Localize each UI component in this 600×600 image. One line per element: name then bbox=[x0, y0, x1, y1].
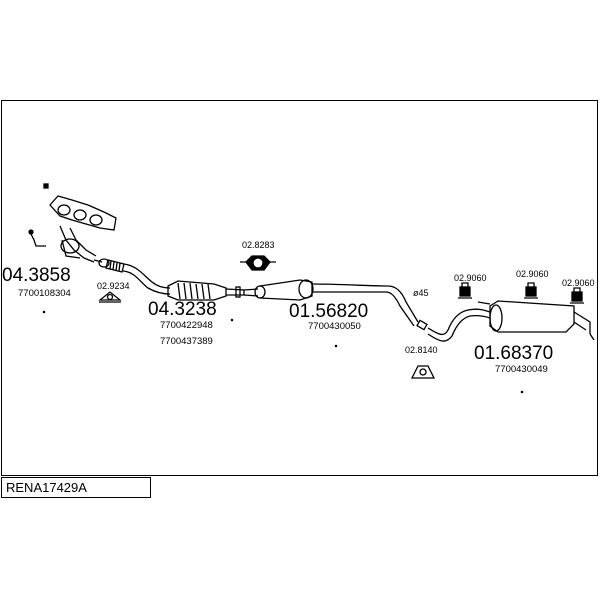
rear-silencer-part bbox=[427, 300, 595, 342]
fitting-label-hanger: 02.8140 bbox=[405, 345, 438, 355]
oe-number-catalyst-2: 7700437389 bbox=[160, 336, 213, 347]
fitting-label-clamp: 02.8283 bbox=[242, 240, 275, 250]
flex-pipe bbox=[98, 258, 125, 273]
fitting-label-mount-2: 02.9060 bbox=[516, 269, 549, 279]
marker-square bbox=[43, 183, 49, 189]
part-number-manifold: 04.3858 bbox=[2, 265, 71, 286]
fitting-hanger-icon bbox=[410, 365, 436, 379]
oe-number-catalyst-1: 7700422948 bbox=[160, 320, 213, 331]
manifold-part bbox=[28, 195, 117, 263]
resonator-part bbox=[243, 279, 428, 331]
catalyst-part bbox=[167, 280, 245, 301]
reference-code: RENA17429A bbox=[6, 480, 87, 495]
fitting-label-mount-3: 02.9060 bbox=[562, 278, 595, 288]
oe-number-rear-silencer: 7700430049 bbox=[495, 364, 548, 375]
part-number-rear-silencer: 01.68370 bbox=[474, 343, 554, 364]
oe-number-manifold: 7700108304 bbox=[18, 288, 71, 299]
reference-box: RENA17429A bbox=[1, 477, 151, 498]
fitting-label-mount-1: 02.9060 bbox=[454, 273, 487, 283]
fitting-gasket-icon bbox=[98, 291, 122, 303]
front-pipe bbox=[123, 263, 171, 289]
fitting-mount-icon-2 bbox=[524, 282, 538, 299]
part-number-resonator: 01.56820 bbox=[289, 301, 369, 322]
fitting-label-gasket: 02.9234 bbox=[97, 281, 130, 291]
part-number-catalyst: 04.3238 bbox=[148, 299, 217, 320]
diameter-annotation: ø45 bbox=[413, 288, 429, 298]
fitting-mount-icon-3 bbox=[570, 287, 584, 304]
fitting-mount-icon-1 bbox=[458, 282, 472, 299]
front-pipe-lower bbox=[122, 270, 171, 295]
diagram-frame bbox=[1, 100, 598, 476]
oe-number-resonator: 7700430050 bbox=[308, 321, 361, 332]
fitting-clamp-icon bbox=[240, 255, 276, 271]
